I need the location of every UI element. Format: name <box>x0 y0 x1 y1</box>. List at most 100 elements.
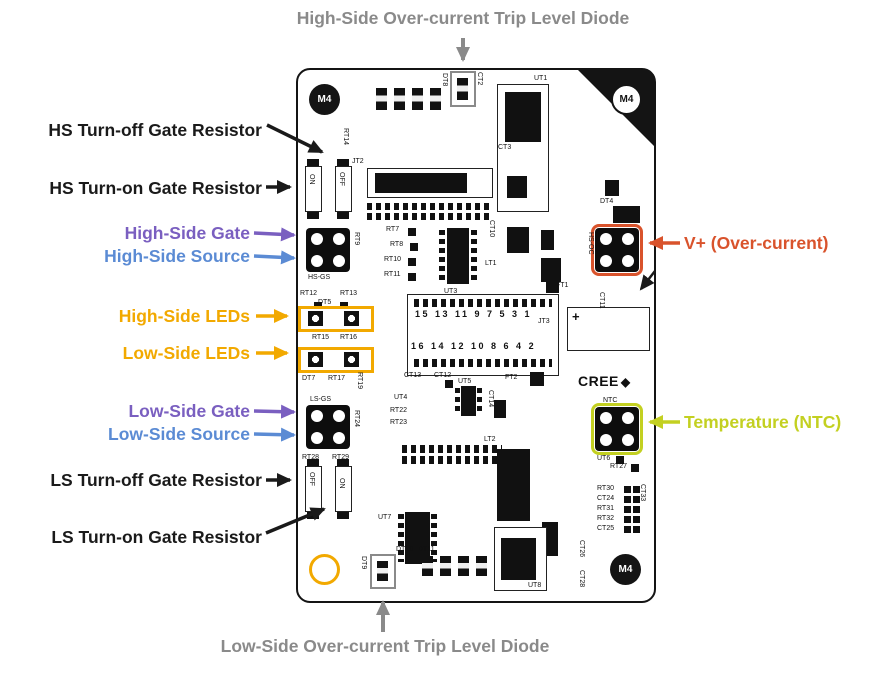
ref-rt27: RT27 <box>610 463 627 470</box>
cree-logo: CREE◆ <box>578 373 631 389</box>
component-pad <box>541 230 554 250</box>
component-pad <box>633 526 640 533</box>
smd-component <box>458 556 469 576</box>
ref-hs_oc: HS-OC <box>587 232 594 255</box>
highlight-box <box>370 554 396 589</box>
ref-rt23: RT23 <box>390 419 407 426</box>
ref-jt2: JT2 <box>352 158 364 165</box>
annotation-ls-source: Low-Side Source <box>108 424 250 444</box>
pin-strip <box>402 456 502 464</box>
led <box>308 311 323 326</box>
ref-ut1: UT1 <box>534 75 548 82</box>
pin-strip <box>455 388 460 414</box>
ref-dt7: DT7 <box>302 375 316 382</box>
component-pad <box>507 227 529 253</box>
smd-component <box>376 88 387 110</box>
ref-jt3_bot: 16 14 12 10 8 6 4 2 <box>411 341 537 351</box>
annotation-ls-turn-on: LS Turn-on Gate Resistor <box>51 527 262 547</box>
component-pad <box>624 526 631 533</box>
ref-ct26: CT26 <box>578 540 585 558</box>
pin-strip <box>439 230 445 282</box>
ref-dt4: DT4 <box>600 198 614 205</box>
pin-strip <box>367 203 493 210</box>
component-pad <box>613 206 640 223</box>
ref-rt31: RT31 <box>597 505 614 512</box>
ref-rt28: RT28 <box>302 454 319 461</box>
ref-rt13: RT13 <box>340 290 357 297</box>
smd-component <box>476 556 487 576</box>
component-pad <box>605 180 619 196</box>
ref-ut3: UT3 <box>444 288 458 295</box>
hs-overcurrent-connector <box>591 224 643 276</box>
ref-ct3: CT3 <box>498 144 512 151</box>
component-outline <box>335 466 352 512</box>
ref-rt10: RT10 <box>384 256 401 263</box>
ref-plus: + <box>572 309 580 324</box>
ref-rt24: RT24 <box>353 410 360 427</box>
mounting-hole: M4 <box>610 554 641 585</box>
ref-ut8: UT8 <box>528 582 542 589</box>
ref-ct2: CT2 <box>476 72 483 86</box>
cree-logo-mark: ◆ <box>620 375 631 389</box>
led <box>344 311 359 326</box>
component-pad <box>410 243 418 251</box>
ref-ct14: CT14 <box>487 390 494 408</box>
ref-rt17: RT17 <box>328 375 345 382</box>
component-pad <box>405 512 430 564</box>
pin-strip <box>398 514 404 562</box>
pin-strip <box>471 230 477 282</box>
mounting-hole: M4 <box>611 84 642 115</box>
component-pad <box>408 228 416 236</box>
ref-lt1: LT1 <box>485 260 497 267</box>
annotation-ls-leds: Low-Side LEDs <box>122 343 250 363</box>
component-pad <box>408 258 416 266</box>
ref-rt14: RT14 <box>342 128 349 145</box>
ref-ut6: UT6 <box>597 455 611 462</box>
component-pad <box>507 176 527 198</box>
component-pad <box>447 228 469 284</box>
ref-on: ON <box>338 478 345 489</box>
component-pad <box>624 496 631 503</box>
annotation-temperature: Temperature (NTC) <box>684 412 842 432</box>
component-pad <box>633 486 640 493</box>
annotation-ls-turn-off: LS Turn-off Gate Resistor <box>50 470 262 490</box>
component-pad <box>546 280 559 293</box>
ref-off: OFF <box>338 172 345 186</box>
component-pad <box>541 258 561 282</box>
component-pad <box>307 212 319 219</box>
ref-rt29: RT29 <box>332 454 349 461</box>
component-pad <box>445 380 453 388</box>
ref-lt2: LT2 <box>484 436 496 443</box>
ref-on: ON <box>308 174 315 185</box>
component-pad <box>307 459 319 466</box>
mounting-hole: M4 <box>309 84 340 115</box>
component-pad <box>633 496 640 503</box>
ref-dt10: DT10 <box>396 546 414 553</box>
component-outline <box>335 166 352 212</box>
smd-component <box>430 88 441 110</box>
arrow-hs-gate <box>253 227 296 242</box>
component-pad <box>375 173 467 193</box>
pin-strip <box>414 359 552 367</box>
pin-strip <box>414 299 552 307</box>
ref-ct12: CT12 <box>434 372 452 379</box>
ref-rt12: RT12 <box>300 290 317 297</box>
ref-ct10: CT10 <box>488 220 495 238</box>
ntc-connector <box>591 403 643 455</box>
pin-strip <box>431 514 437 562</box>
arrow-hs-source <box>253 250 296 265</box>
component-pad <box>616 456 624 464</box>
hs-gate-source-connector <box>306 228 350 272</box>
ref-dt11: DT11 <box>418 546 435 553</box>
component-pad <box>494 400 506 418</box>
ref-ft2: FT2 <box>505 374 518 381</box>
ref-ft1: FT1 <box>556 282 569 289</box>
ref-ut5: UT5 <box>458 378 472 385</box>
ref-ct25: CT25 <box>597 525 615 532</box>
component-pad <box>501 538 536 580</box>
annotation-hs-leds: High-Side LEDs <box>118 306 250 326</box>
ref-ct13: CT13 <box>404 372 422 379</box>
ref-rt8: RT8 <box>390 241 404 248</box>
led <box>308 352 323 367</box>
ref-ct33: CT33 <box>639 484 646 502</box>
